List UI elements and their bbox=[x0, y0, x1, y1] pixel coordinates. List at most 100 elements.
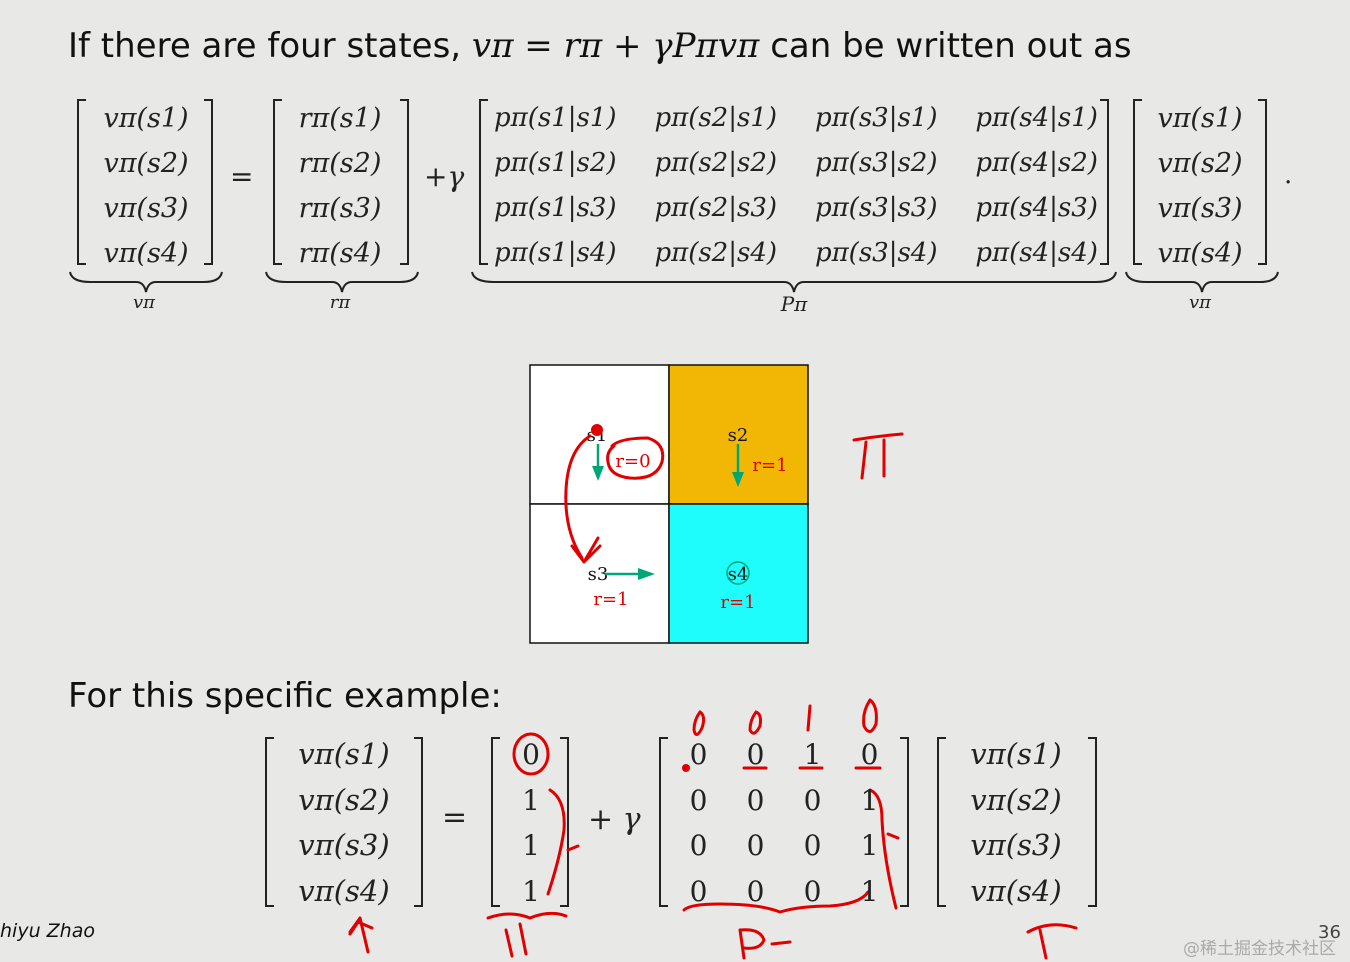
ink-dot-row1 bbox=[682, 764, 690, 772]
P-value: 0 bbox=[689, 783, 708, 817]
r-vector: rπ(s1) rπ(s2) rπ(s3) rπ(s4) bbox=[290, 96, 390, 276]
v-entry: vπ(s3) bbox=[1157, 193, 1243, 224]
v-entry: vπ(s1) bbox=[1157, 103, 1243, 134]
P-entry: pπ(s3|s2) bbox=[814, 148, 938, 178]
P-entry: pπ(s1|s3) bbox=[494, 193, 617, 223]
ink-underbrace-P bbox=[682, 890, 870, 914]
v-entry: vπ(s1) bbox=[298, 737, 390, 771]
P-value: 1 bbox=[860, 783, 879, 817]
r-value: 1 bbox=[522, 783, 540, 817]
ink-arrow-head bbox=[570, 536, 602, 564]
title-prefix: If there are four states, bbox=[68, 26, 462, 66]
author-footer: hiyu Zhao bbox=[0, 920, 95, 942]
ink-arrow-v-right bbox=[1026, 923, 1078, 960]
ink-column-sums bbox=[692, 698, 878, 736]
P-entry: pπ(s4|s1) bbox=[975, 103, 1098, 133]
P-value: 0 bbox=[860, 738, 879, 771]
v-entry: vπ(s2) bbox=[970, 782, 1062, 817]
reward-label-s2: r=1 bbox=[752, 455, 787, 476]
P-entry: pπ(s2|s2) bbox=[654, 148, 778, 178]
P-value: 0 bbox=[746, 783, 765, 817]
P-row: 0 0 1 0 bbox=[670, 732, 898, 778]
v-entry: vπ(s4) bbox=[298, 873, 390, 908]
ink-pi-symbol bbox=[852, 432, 904, 480]
state-label-s4: s4 bbox=[728, 564, 749, 585]
reward-label-s4: r=1 bbox=[720, 592, 755, 613]
brace-label-P: Pπ bbox=[780, 292, 808, 316]
P-matrix-specific: 0 0 1 0 0 0 0 1 0 0 0 1 0 0 0 1 bbox=[670, 732, 898, 914]
reward-label-s3: r=1 bbox=[593, 589, 628, 610]
brace-label-r: rπ bbox=[329, 292, 351, 313]
v-entry: vπ(s2) bbox=[298, 782, 390, 817]
v-vector-specific-right: vπ(s1) vπ(s2) vπ(s3) vπ(s4) bbox=[952, 732, 1080, 914]
r-values: 0 1 1 1 bbox=[506, 732, 556, 914]
action-arrow-s3-right bbox=[605, 568, 655, 580]
equals-sign-specific: = bbox=[442, 800, 468, 835]
v-vector-right: vπ(s1) vπ(s2) vπ(s3) vπ(s4) bbox=[1150, 96, 1250, 276]
ink-curve-arrow bbox=[564, 434, 592, 560]
ink-brace-r bbox=[546, 788, 580, 896]
P-entry: pπ(s3|s1) bbox=[814, 103, 938, 133]
v-entry: vπ(s1) bbox=[103, 103, 189, 134]
P-value: 0 bbox=[689, 874, 708, 908]
P-entry: pπ(s4|s3) bbox=[975, 193, 1098, 223]
ink-circle-r0 bbox=[606, 436, 665, 480]
P-row: 0 0 0 1 bbox=[670, 869, 898, 915]
r-value: 1 bbox=[522, 874, 540, 908]
P-entry: pπ(s4|s4) bbox=[975, 238, 1098, 268]
P-matrix: pπ(s1|s1)pπ(s2|s1)pπ(s3|s1)pπ(s4|s1) pπ(… bbox=[494, 96, 1098, 276]
slide-title: If there are four states, vπ = rπ + γPπv… bbox=[68, 26, 1132, 66]
action-arrow-s2-down bbox=[732, 444, 744, 487]
equals-sign: = bbox=[230, 160, 254, 193]
state-label-s3: s3 bbox=[588, 564, 609, 585]
P-entry: pπ(s4|s2) bbox=[975, 148, 1098, 178]
page-number: 36 bbox=[1318, 922, 1341, 943]
r-entry: rπ(s3) bbox=[298, 193, 382, 224]
r-value: 0 bbox=[522, 738, 540, 771]
general-underbraces bbox=[69, 271, 1279, 293]
P-value: 0 bbox=[803, 783, 822, 817]
ink-dot-s1 bbox=[591, 424, 603, 436]
ink-brace-rpi bbox=[486, 911, 568, 958]
v-entry: vπ(s2) bbox=[1157, 148, 1243, 179]
specific-brackets bbox=[265, 737, 1097, 907]
v-vector-left: vπ(s1) vπ(s2) vπ(s3) vπ(s4) bbox=[96, 96, 196, 276]
plus-gamma-specific: + γ bbox=[588, 802, 641, 837]
P-entry: pπ(s3|s3) bbox=[814, 193, 938, 223]
subtitle: For this specific example: bbox=[68, 676, 502, 716]
v-entry: vπ(s1) bbox=[970, 737, 1062, 771]
v-entry: vπ(s4) bbox=[1157, 238, 1243, 269]
v-entry: vπ(s2) bbox=[103, 148, 189, 179]
v-entry: vπ(s3) bbox=[298, 828, 390, 862]
P-value: 1 bbox=[860, 874, 879, 908]
brace-label-v-right: vπ bbox=[1189, 292, 1211, 313]
grid-world: s1 s2 s3 s4 r=0 r=1 r=1 r=1 bbox=[529, 364, 809, 644]
P-entry: pπ(s1|s1) bbox=[494, 103, 617, 133]
ink-circle-r1 bbox=[512, 732, 550, 776]
P-value: 1 bbox=[860, 829, 879, 862]
title-equation: vπ = rπ + γPπvπ bbox=[471, 26, 760, 66]
r-entry: rπ(s1) bbox=[298, 103, 382, 134]
P-entry: pπ(s2|s4) bbox=[654, 238, 778, 268]
r-entry: rπ(s4) bbox=[298, 238, 382, 269]
handwritten-annotations bbox=[348, 424, 1078, 960]
action-arrow-s1-down bbox=[592, 444, 604, 481]
v-vector-specific: vπ(s1) vπ(s2) vπ(s3) vπ(s4) bbox=[280, 732, 408, 914]
P-value: 0 bbox=[746, 738, 765, 771]
P-value: 0 bbox=[689, 738, 708, 771]
v-entry: vπ(s3) bbox=[970, 828, 1062, 862]
reward-label-s1: r=0 bbox=[615, 451, 650, 472]
P-row: pπ(s1|s3)pπ(s2|s3)pπ(s3|s3)pπ(s4|s3) bbox=[494, 186, 1098, 231]
P-value: 0 bbox=[746, 829, 765, 862]
P-value: 0 bbox=[746, 874, 765, 908]
P-value: 0 bbox=[803, 874, 822, 908]
P-row: 0 0 0 1 bbox=[670, 778, 898, 824]
action-stay-s4-icon bbox=[726, 561, 750, 585]
P-entry: pπ(s3|s4) bbox=[814, 238, 938, 268]
ink-brace-col4 bbox=[868, 788, 900, 910]
r-entry: rπ(s2) bbox=[298, 148, 382, 179]
P-value: 1 bbox=[803, 738, 822, 771]
P-row: pπ(s1|s2)pπ(s2|s2)pπ(s3|s2)pπ(s4|s2) bbox=[494, 141, 1098, 186]
